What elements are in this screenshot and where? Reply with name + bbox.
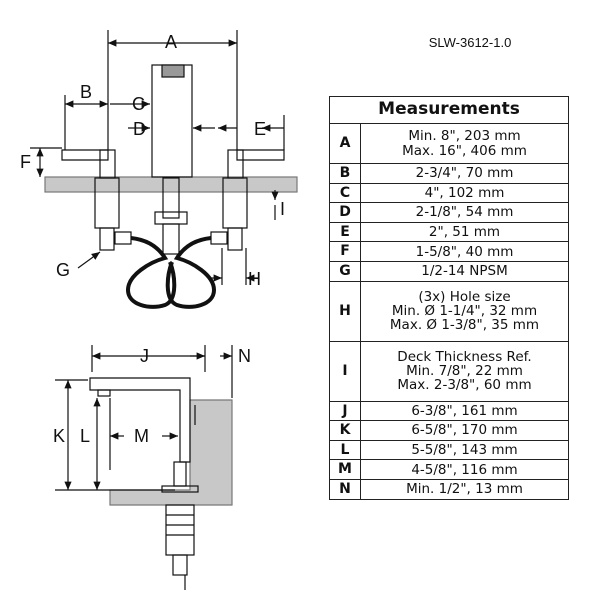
measurement-line: 2", 51 mm	[428, 223, 501, 240]
measurement-value: 2", 51 mm	[360, 221, 569, 243]
measurement-key: D	[329, 202, 361, 223]
measurement-value: 4", 102 mm	[360, 182, 569, 204]
measurement-row: J 6-3/8", 161 mm	[329, 400, 569, 422]
measurement-value: 1-5/8", 40 mm	[360, 241, 569, 262]
measurement-key: N	[329, 478, 361, 500]
measurement-line: Deck Thickness Ref.	[397, 348, 532, 365]
measurement-line: 4", 102 mm	[424, 184, 505, 201]
measurement-key: B	[329, 163, 361, 184]
measurement-key: E	[329, 221, 361, 243]
measurement-key: C	[329, 182, 361, 204]
measurement-line: Min. 1/2", 13 mm	[406, 481, 523, 498]
label-a: A	[165, 32, 177, 52]
measurement-line: Max. 16", 406 mm	[402, 142, 527, 159]
deck	[44, 176, 298, 193]
table-title: Measurements	[329, 96, 569, 124]
measurement-value: 2-3/4", 70 mm	[360, 163, 569, 184]
measurement-row: D 2-1/8", 54 mm	[329, 202, 569, 223]
measurement-value: 6-5/8", 170 mm	[360, 420, 569, 441]
measurement-line: 6-5/8", 170 mm	[411, 422, 518, 439]
measurement-key: K	[329, 420, 361, 441]
side-view	[55, 345, 233, 590]
model-number: SLW-3612-1.0	[428, 35, 512, 50]
measurement-key: J	[329, 400, 361, 422]
measurement-key: G	[329, 260, 361, 282]
measurement-line: (3x) Hole size	[418, 288, 511, 305]
front-view	[30, 30, 298, 309]
measurement-key: H	[329, 280, 361, 342]
label-g: G	[56, 260, 70, 280]
measurement-row: F 1-5/8", 40 mm	[329, 241, 569, 262]
measurement-value: 1/2-14 NPSM	[360, 260, 569, 282]
dimension-labels: A B C D E F G H I J K L M N	[20, 32, 285, 446]
measurement-row: K 6-5/8", 170 mm	[329, 420, 569, 441]
left-handle	[61, 149, 109, 161]
measurement-value: 2-1/8", 54 mm	[360, 202, 569, 223]
measurement-key: A	[329, 123, 361, 164]
side-deck	[109, 399, 233, 506]
label-j: J	[140, 346, 149, 366]
label-m: M	[134, 426, 149, 446]
hose-left	[125, 236, 177, 309]
side-spout	[89, 377, 191, 463]
spout	[151, 64, 193, 178]
measurement-line: 1-5/8", 40 mm	[415, 243, 514, 260]
measurement-row: N Min. 1/2", 13 mm	[329, 478, 569, 500]
label-k: K	[53, 426, 65, 446]
measurement-line: Min. 8", 203 mm	[408, 128, 521, 145]
label-b: B	[80, 82, 92, 102]
measurement-line: 2-1/8", 54 mm	[415, 204, 514, 221]
measurement-key: F	[329, 241, 361, 262]
measurement-row: L 5-5/8", 143 mm	[329, 439, 569, 461]
measurement-value: 4-5/8", 116 mm	[360, 459, 569, 480]
hose-right	[165, 236, 217, 309]
label-h: H	[248, 269, 261, 289]
measurement-key: L	[329, 439, 361, 461]
measurement-line: 1/2-14 NPSM	[421, 263, 508, 280]
measurement-line: 6-3/8", 161 mm	[411, 402, 518, 419]
label-c: C	[132, 94, 145, 114]
measurement-value: 6-3/8", 161 mm	[360, 400, 569, 422]
label-e: E	[254, 119, 266, 139]
measurement-value: Min. 1/2", 13 mm	[360, 478, 569, 500]
measurement-line: Max. Ø 1-3/8", 35 mm	[389, 317, 540, 334]
measurement-key: I	[329, 340, 361, 402]
measurement-line: 5-5/8", 143 mm	[411, 441, 518, 458]
measurement-line: Min. 7/8", 22 mm	[406, 362, 523, 379]
label-n: N	[238, 346, 251, 366]
measurement-row: M 4-5/8", 116 mm	[329, 459, 569, 480]
measurement-row: E 2", 51 mm	[329, 221, 569, 243]
label-i: I	[280, 199, 285, 219]
measurement-line: Min. Ø 1-1/4", 32 mm	[391, 302, 538, 319]
label-l: L	[80, 426, 90, 446]
measurement-line: 2-3/4", 70 mm	[415, 165, 514, 182]
measurement-value: 5-5/8", 143 mm	[360, 439, 569, 461]
label-f: F	[20, 152, 31, 172]
measurement-row: C 4", 102 mm	[329, 182, 569, 204]
measurement-line: 4-5/8", 116 mm	[411, 461, 518, 478]
measurement-line: Max. 2-3/8", 60 mm	[397, 377, 532, 394]
measurement-row: B 2-3/4", 70 mm	[329, 163, 569, 184]
label-d: D	[133, 119, 146, 139]
right-handle	[236, 149, 285, 161]
measurement-key: M	[329, 459, 361, 480]
measurement-row: G 1/2-14 NPSM	[329, 260, 569, 282]
